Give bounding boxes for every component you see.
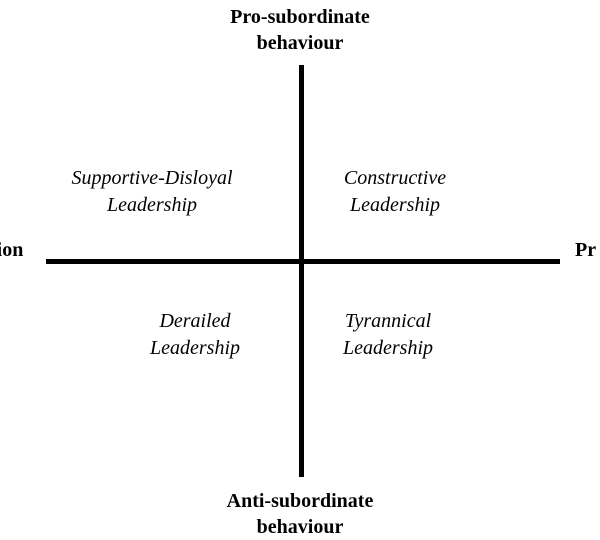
bottom-axis-label-line1: Anti-subordinate (226, 490, 374, 512)
bottom-axis-label-line2: behaviour (256, 516, 344, 538)
horizontal-axis-line (46, 259, 560, 264)
top-axis-label: Pro-subordinate behaviour (150, 4, 450, 56)
quadrant-bottom-right-line1: Tyrannical (344, 310, 432, 332)
left-axis-label: tion (0, 237, 50, 263)
quadrant-constructive: Constructive Leadership (285, 165, 505, 219)
quadrant-top-right-line1: Constructive (343, 167, 447, 189)
quadrant-supportive-disloyal: Supportive-Disloyal Leadership (42, 165, 262, 219)
quadrant-tyrannical: Tyrannical Leadership (278, 308, 498, 362)
top-axis-label-line1: Pro-subordinate (230, 6, 370, 28)
quadrant-top-right-line2: Leadership (350, 194, 440, 216)
quadrant-bottom-left-line2: Leadership (150, 337, 240, 359)
vertical-axis-line (299, 65, 304, 477)
top-axis-label-line2: behaviour (256, 32, 344, 54)
left-axis-label-text: tion (0, 239, 24, 261)
quadrant-bottom-right-line2: Leadership (343, 337, 433, 359)
quadrant-top-left-line1: Supportive-Disloyal (71, 167, 233, 189)
right-axis-label: Pr (575, 237, 600, 263)
right-axis-label-text: Pr (575, 239, 597, 261)
quadrant-bottom-left-line1: Derailed (159, 310, 231, 332)
quadrant-top-left-line2: Leadership (107, 194, 197, 216)
quadrant-derailed: Derailed Leadership (85, 308, 305, 362)
bottom-axis-label: Anti-subordinate behaviour (150, 488, 450, 540)
